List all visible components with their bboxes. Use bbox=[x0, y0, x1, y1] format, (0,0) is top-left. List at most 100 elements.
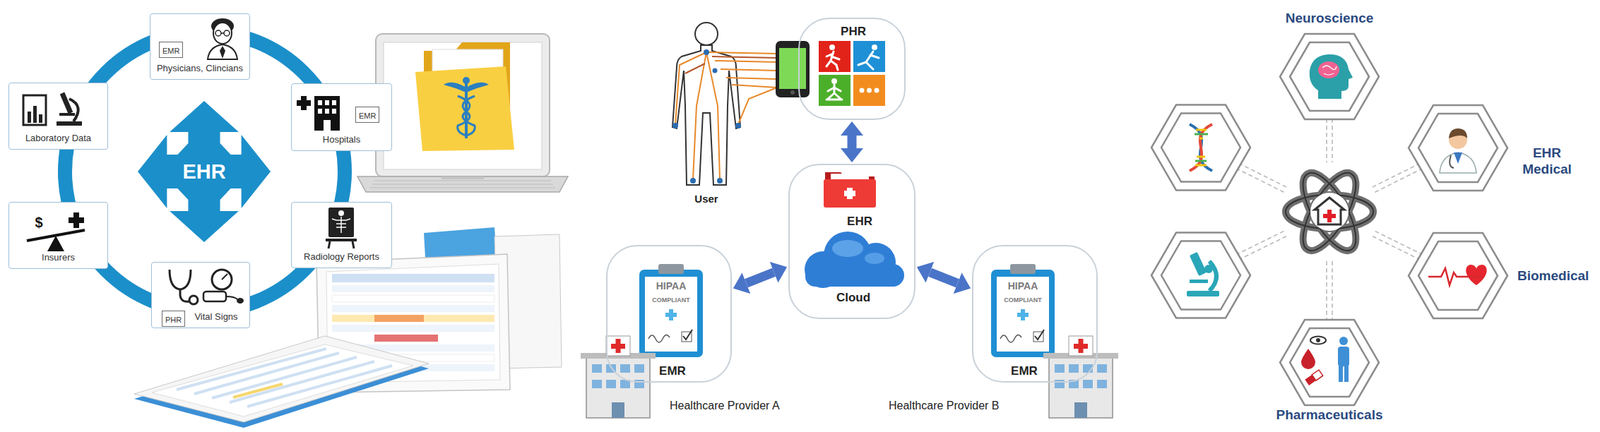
sensor-lines bbox=[672, 49, 778, 184]
phr-tiles-part bbox=[866, 88, 872, 94]
label-slot: User bbox=[694, 192, 718, 206]
plain-hexagon-part bbox=[1194, 134, 1208, 162]
tablets-part bbox=[332, 274, 495, 283]
hospital-building-part bbox=[634, 380, 645, 389]
sensor-lines-part bbox=[685, 56, 778, 74]
node-label: PHR bbox=[165, 315, 182, 325]
pharma-icon-part bbox=[1338, 365, 1343, 383]
plain-hexagon-part bbox=[1186, 291, 1220, 297]
node-label: EMR bbox=[1010, 364, 1038, 379]
source-box: PHR Vital Signs bbox=[151, 262, 251, 329]
label-slot: COMPLIANT bbox=[1003, 291, 1042, 306]
hipaa-clipboard-part bbox=[683, 329, 693, 340]
hospital-icon-part bbox=[332, 108, 337, 114]
field-hexagon: Pharmaceuticals bbox=[1280, 320, 1379, 406]
medical-folder-part bbox=[457, 96, 475, 136]
tablets-part bbox=[233, 384, 283, 398]
hexagon-outline bbox=[1280, 320, 1379, 406]
tablets-part bbox=[374, 315, 424, 323]
sensor-lines-part bbox=[735, 122, 742, 129]
hub-arrow: EHR bbox=[137, 101, 271, 243]
hospital-building-part bbox=[1074, 402, 1088, 419]
tablets-part bbox=[151, 344, 414, 417]
xray-icon-part bbox=[332, 216, 351, 234]
hipaa-clipboard-part bbox=[658, 264, 684, 275]
hospital-building-part bbox=[1082, 364, 1093, 373]
double-arrow bbox=[847, 135, 857, 149]
hospital-building-part bbox=[1097, 364, 1107, 373]
text-slot: PHR bbox=[840, 24, 867, 39]
node-label: EHR bbox=[846, 214, 873, 229]
laboratory-icon-part bbox=[62, 93, 71, 114]
xray-icon-part bbox=[325, 238, 357, 242]
hexagon-outline bbox=[1289, 328, 1370, 397]
scales-icon-part bbox=[47, 235, 65, 252]
smartphone-part bbox=[790, 90, 795, 95]
ehr-folder-part bbox=[823, 179, 876, 208]
vital-signs-icon-part bbox=[221, 274, 228, 280]
node-label: Healthcare Provider B bbox=[888, 399, 1000, 413]
laboratory-icon-part bbox=[59, 113, 75, 116]
hipaa-clipboard bbox=[991, 264, 1055, 358]
laboratory-icon-part bbox=[38, 114, 43, 123]
pharma-icon-part bbox=[1316, 338, 1321, 343]
hospital-icon-part bbox=[300, 96, 307, 111]
doctor-icon-part bbox=[219, 45, 226, 59]
hub-knot-part bbox=[1292, 165, 1367, 258]
sensor-lines-part bbox=[703, 49, 710, 56]
heart-ecg-icon bbox=[1428, 264, 1487, 286]
text-slot: EHR bbox=[182, 159, 226, 185]
hipaa-clipboard-part bbox=[996, 276, 1050, 352]
double-arrow bbox=[745, 272, 774, 284]
phr-tiles-part bbox=[859, 88, 865, 94]
hospital-building-part bbox=[1054, 380, 1065, 389]
laptop-part bbox=[357, 176, 568, 193]
head-brain-icon-part bbox=[1309, 54, 1353, 99]
provider-bubble: EMRHealthcare Provider B bbox=[972, 245, 1098, 383]
laptop-part bbox=[383, 42, 542, 170]
user-figure-part bbox=[695, 22, 718, 46]
hospital-building-part bbox=[620, 380, 631, 389]
node-label: Insurers bbox=[41, 252, 75, 264]
plain-hexagon-part bbox=[1151, 233, 1251, 319]
tablets-part bbox=[332, 285, 495, 293]
text-slot: Vital Signs bbox=[182, 309, 250, 323]
hospital-building-part bbox=[1078, 339, 1084, 354]
hipaa-clipboard-part bbox=[991, 269, 1055, 358]
phr-tiles-part bbox=[874, 88, 880, 94]
four-way-arrow bbox=[137, 101, 271, 243]
label-slot: COMPLIANT bbox=[652, 291, 691, 306]
hipaa-clipboard-part bbox=[1010, 264, 1036, 275]
hub-knot-part bbox=[1285, 194, 1374, 229]
hexagon-outline bbox=[1408, 233, 1508, 319]
node-label: EMR bbox=[659, 364, 686, 379]
text-slot: Laboratory Data bbox=[9, 130, 108, 145]
hub-knot-part bbox=[1285, 194, 1374, 229]
xray-icon bbox=[325, 207, 357, 249]
hospital-building-part bbox=[1049, 356, 1113, 419]
plain-hexagon-part bbox=[1161, 241, 1241, 311]
node-label: Vital Signs bbox=[194, 311, 238, 323]
hub-knot-part bbox=[1280, 162, 1379, 262]
hub-knot-part bbox=[1314, 197, 1345, 225]
hipaa-clipboard-part bbox=[639, 269, 703, 358]
hospital-icon bbox=[296, 96, 340, 131]
hospital-building-part bbox=[634, 364, 645, 373]
source-box: EMRPhysicians, Clincians bbox=[149, 13, 251, 80]
tablets-part bbox=[134, 336, 429, 423]
heart-ecg-icon-part bbox=[1465, 264, 1487, 286]
ehr-folder-part bbox=[846, 187, 853, 200]
hospital-building bbox=[580, 336, 656, 419]
figure-label: User bbox=[694, 192, 718, 206]
hexagon-outline bbox=[1408, 105, 1508, 191]
vital-signs-icon-part bbox=[236, 298, 244, 304]
text-slot: Cloud bbox=[836, 291, 871, 306]
node-label: Biomedical bbox=[1517, 268, 1589, 285]
text-slot: EMR bbox=[162, 43, 180, 57]
tablets-part bbox=[332, 324, 495, 333]
doctor-icon-part bbox=[1449, 155, 1454, 169]
hospital-icon-part bbox=[324, 108, 330, 114]
node-label: Cloud bbox=[836, 291, 871, 306]
plain-hexagon-part bbox=[1189, 124, 1213, 171]
